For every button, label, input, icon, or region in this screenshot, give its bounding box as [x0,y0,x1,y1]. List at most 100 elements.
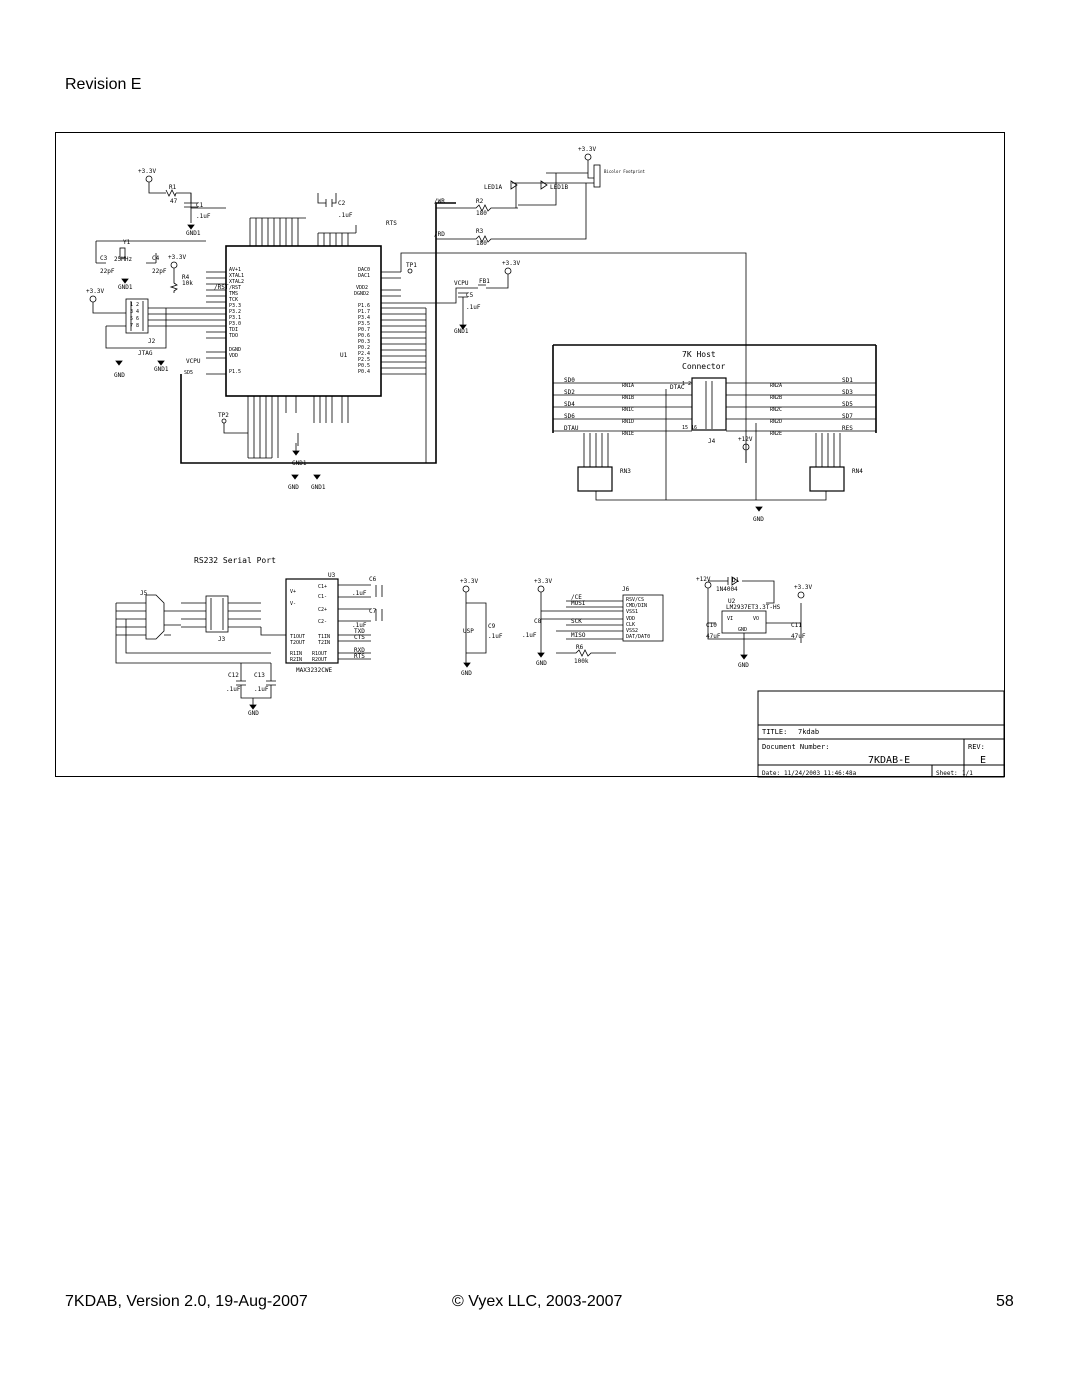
svg-text:GND: GND [288,484,299,491]
svg-text:VDD: VDD [626,616,635,622]
svg-text:SD5: SD5 [184,370,193,376]
u1-pin: P3.1 [229,315,241,321]
svg-text:DTAU: DTAU [564,425,579,432]
svg-text:R4: R4 [182,274,190,281]
svg-text:U2: U2 [728,598,736,605]
u1-pin: P2.4 [358,351,370,357]
svg-text:GND: GND [114,372,125,379]
svg-text:.1uF: .1uF [196,213,211,220]
svg-text:C8: C8 [534,618,542,625]
svg-text:.1uF: .1uF [254,686,269,693]
svg-text:VI: VI [727,616,733,622]
svg-text:SD4: SD4 [564,401,575,408]
svg-text:GND: GND [461,670,472,677]
u1-pin: P1.7 [358,309,370,315]
svg-text:C6: C6 [369,576,377,583]
svg-text:V+: V+ [290,589,296,595]
u1-pin: P0.5 [358,363,370,369]
u1-pin: P3.3 [229,303,241,309]
svg-text:C7: C7 [369,608,377,615]
p33v-label: +3.3V [138,168,156,175]
rev-value: E [980,755,986,766]
svg-text:CLK: CLK [626,622,635,628]
svg-text:DTAC: DTAC [670,384,685,391]
footer-page-number: 58 [996,1293,1014,1310]
svg-text:J4: J4 [708,438,716,445]
u1-pin: /RST [229,285,241,291]
svg-text:GND: GND [738,662,749,669]
u1-pin: AV+1 [229,267,241,273]
svg-text:R2IN: R2IN [290,657,302,663]
u1-left-pins: AV+1 XTAL1 XTAL2 /RST TMS TCK P3.3 P3.2 … [229,267,244,375]
svg-text:VCPU: VCPU [186,358,201,365]
u1-pin: XTAL1 [229,273,244,279]
svg-text:+3.3V: +3.3V [578,146,596,153]
svg-text:T2IN: T2IN [318,640,330,646]
svg-text:R1IN: R1IN [290,651,302,657]
svg-text:R2OUT: R2OUT [312,657,327,663]
footer-document-version: 7KDAB, Version 2.0, 19-Aug-2007 [65,1293,308,1310]
u1-pin: DAC0 [358,267,370,273]
sheet-label: Sheet: [936,770,958,777]
svg-text:LED1A: LED1A [484,184,502,191]
svg-text:R1: R1 [169,184,177,191]
svg-text:25MHz: 25MHz [114,256,132,263]
page-heading: Revision E [65,76,142,93]
date-label: Date: [762,770,780,777]
u1-pin: P0.6 [358,333,370,339]
sheet-value: 1/1 [962,770,973,777]
svg-text:T2OUT: T2OUT [290,640,305,646]
svg-text:J5: J5 [140,590,148,597]
svg-text:GND1: GND1 [118,284,133,291]
svg-text:J2: J2 [148,338,156,345]
svg-text:15 16: 15 16 [682,425,697,431]
svg-text:R1OUT: R1OUT [312,651,327,657]
svg-text:C2-: C2- [318,619,327,625]
svg-text:C12: C12 [228,672,239,679]
u1-pin: P3.0 [229,321,241,327]
u1-pin: VDD [229,353,238,359]
u1-pin: TCK [229,297,238,303]
svg-text:SD7: SD7 [842,413,853,420]
svg-text:47: 47 [170,198,178,205]
svg-text:Connector: Connector [682,362,726,371]
svg-text:RN1C: RN1C [622,407,634,413]
svg-text:RN2D: RN2D [770,419,782,425]
u1-pin: P0.4 [358,369,370,375]
svg-text:GND: GND [248,710,259,717]
docnum-value: 7KDAB-E [868,755,910,766]
svg-text:FB1: FB1 [479,278,490,285]
svg-text:RXD: RXD [354,647,365,654]
svg-text:GND1: GND1 [154,366,169,373]
svg-text:GND1: GND1 [311,484,326,491]
svg-text:3 4: 3 4 [130,309,139,315]
svg-text:CMD/DIN: CMD/DIN [626,603,647,609]
svg-text:/RD: /RD [434,231,445,238]
svg-text:GND1: GND1 [454,328,469,335]
svg-text:GND: GND [738,627,747,633]
svg-text:MAX3232CWE: MAX3232CWE [296,667,333,674]
svg-text:C2+: C2+ [318,607,327,613]
svg-text:V-: V- [290,601,296,607]
svg-text:RTS: RTS [386,220,397,227]
svg-text:1 2: 1 2 [130,302,139,308]
svg-text:+3.3V: +3.3V [86,288,104,295]
svg-text:7 8: 7 8 [130,323,139,329]
svg-text:RN4: RN4 [852,468,863,475]
svg-text:22pF: 22pF [100,268,115,275]
svg-text:VSS2: VSS2 [626,628,638,634]
svg-text:C9: C9 [488,623,496,630]
svg-text:RSV/CS: RSV/CS [626,597,644,603]
svg-text:R6: R6 [576,644,584,651]
svg-text:TP1: TP1 [406,262,417,269]
svg-text:+12V: +12V [696,576,711,583]
svg-text:/RST: /RST [214,284,229,291]
svg-text:J3: J3 [218,636,226,643]
svg-text:J6: J6 [622,586,630,593]
rs232-title: RS232 Serial Port [194,556,276,565]
svg-text:VCPU: VCPU [454,280,469,287]
svg-text:R3: R3 [476,228,484,235]
svg-text:RN1E: RN1E [622,431,634,437]
svg-text:.1uF: .1uF [352,622,367,629]
svg-text:10k: 10k [182,280,193,287]
